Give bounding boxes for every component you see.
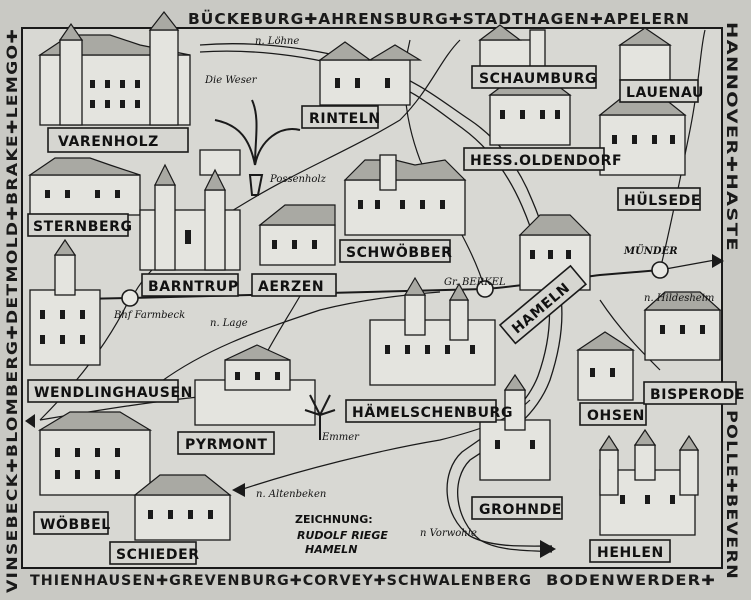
castle-schwoebber (343, 154, 467, 236)
castle-varenholz (38, 11, 191, 126)
label-wendlinghausen: WENDLINGHAUSEN (27, 379, 193, 403)
annotation-weser: Die Weser (204, 75, 258, 86)
annotation-n-hildesheim: n. Hildesheim (644, 293, 714, 304)
junction-gr-berkel (476, 280, 494, 298)
svg-text:HEHLEN: HEHLEN (597, 545, 664, 561)
castle-hehlen (598, 428, 700, 536)
label-aerzen: AERZEN (251, 273, 337, 297)
credit-line3: HAMELN (305, 543, 357, 556)
castle-ohsen (576, 331, 636, 401)
label-bisperode: BISPERODE (643, 381, 745, 405)
svg-text:SCHIEDER: SCHIEDER (116, 547, 200, 563)
border-bottom-right-text: BODENWERDER✚ (546, 573, 716, 589)
svg-text:PYRMONT: PYRMONT (185, 437, 267, 453)
svg-text:BARNTRUP: BARNTRUP (148, 279, 239, 295)
annotation-emmer: Emmer (321, 432, 360, 443)
label-pyrmont: PYRMONT (177, 431, 275, 455)
label-woebbel: WÖBBEL (33, 511, 111, 535)
credit-line1: ZEICHNUNG: (295, 513, 373, 526)
junction-muender (651, 261, 669, 279)
castle-woebbel (37, 411, 153, 496)
label-hess-oldendorf: HESS.OLDENDORF (463, 147, 622, 171)
svg-text:STERNBERG: STERNBERG (33, 219, 133, 235)
annotation-possenholz: Possenholz (269, 174, 327, 185)
svg-text:WENDLINGHAUSEN: WENDLINGHAUSEN (34, 385, 193, 401)
church-barntrup (139, 163, 241, 271)
house-aerzen (258, 204, 336, 266)
label-rinteln: RINTELN (301, 105, 381, 129)
border-right-top-text: HANNOVER✚HASTE (723, 22, 739, 252)
svg-text:HÄMELSCHENBURG: HÄMELSCHENBURG (352, 404, 513, 421)
castle-hess-oldendorf (488, 79, 572, 146)
label-grohnde: GROHNDE (471, 496, 563, 520)
label-barntrup: BARNTRUP (141, 273, 239, 297)
label-sternberg: STERNBERG (27, 213, 133, 237)
annotation-gr-berkel: Gr. BERKEL (444, 277, 506, 288)
svg-text:BISPERODE: BISPERODE (650, 387, 745, 403)
tree-possenholz (199, 99, 301, 196)
border-top-text: BÜCKEBURG✚AHRENSBURG✚STADTHAGEN✚APELERN (188, 9, 690, 28)
label-schieder: SCHIEDER (109, 541, 200, 565)
castle-haemelschenburg (369, 276, 496, 386)
label-schaumburg: SCHAUMBURG (471, 65, 597, 89)
svg-text:HÜLSEDE: HÜLSEDE (624, 191, 701, 209)
svg-text:SCHAUMBURG: SCHAUMBURG (479, 71, 597, 87)
annotation-loehne: n. Löhne (255, 36, 299, 47)
castle-pyrmont (194, 344, 336, 440)
label-varenholz: VARENHOLZ (47, 127, 189, 153)
label-huelsede: HÜLSEDE (617, 187, 701, 211)
svg-text:AERZEN: AERZEN (258, 279, 324, 295)
annotation-bhf-farmbeck: Bhf Farmbeck (113, 310, 185, 321)
annotation-muender: MÜNDER (623, 244, 678, 257)
annotation-n-altenbeken: n. Altenbeken (256, 489, 326, 500)
junction-farmbeck (121, 289, 139, 307)
building-rinteln (318, 41, 423, 106)
border-right-bottom-text: POLLE✚BEVERN (723, 410, 739, 580)
castle-wendlinghausen (29, 238, 101, 366)
border-bottom-text: THIENHAUSEN✚GREVENBURG✚CORVEY✚SCHWALENBE… (30, 573, 532, 589)
label-haemelschenburg: HÄMELSCHENBURG (345, 399, 513, 423)
castle-sternberg (28, 157, 141, 216)
border-left-text: VINSEBECK✚BLOMBERG✚DETMOLD✚BRAKE✚LEMGO✚ (5, 28, 21, 593)
svg-text:GROHNDE: GROHNDE (479, 502, 562, 518)
castle-bisperode (643, 291, 722, 361)
credit-line2: RUDOLF RIEGE (297, 529, 388, 542)
castle-lauenau (618, 27, 672, 81)
svg-text:SCHWÖBBER: SCHWÖBBER (346, 243, 453, 261)
svg-text:WÖBBEL: WÖBBEL (40, 515, 111, 533)
annotation-n-lage: n. Lage (210, 318, 248, 329)
svg-text:HESS.OLDENDORF: HESS.OLDENDORF (470, 153, 622, 169)
svg-text:RINTELN: RINTELN (309, 111, 381, 127)
label-hehlen: HEHLEN (589, 539, 671, 563)
church-grohnde (479, 373, 551, 481)
label-lauenau: LAUENAU (619, 79, 704, 103)
label-schwoebber: SCHWÖBBER (339, 239, 453, 263)
label-ohsen: OHSEN (579, 402, 647, 426)
svg-text:LAUENAU: LAUENAU (626, 85, 704, 101)
svg-text:VARENHOLZ: VARENHOLZ (58, 134, 159, 150)
castle-schieder (133, 474, 232, 541)
svg-text:OHSEN: OHSEN (587, 408, 645, 424)
annotation-n-vorwohle: n Vorwohle (420, 528, 477, 539)
